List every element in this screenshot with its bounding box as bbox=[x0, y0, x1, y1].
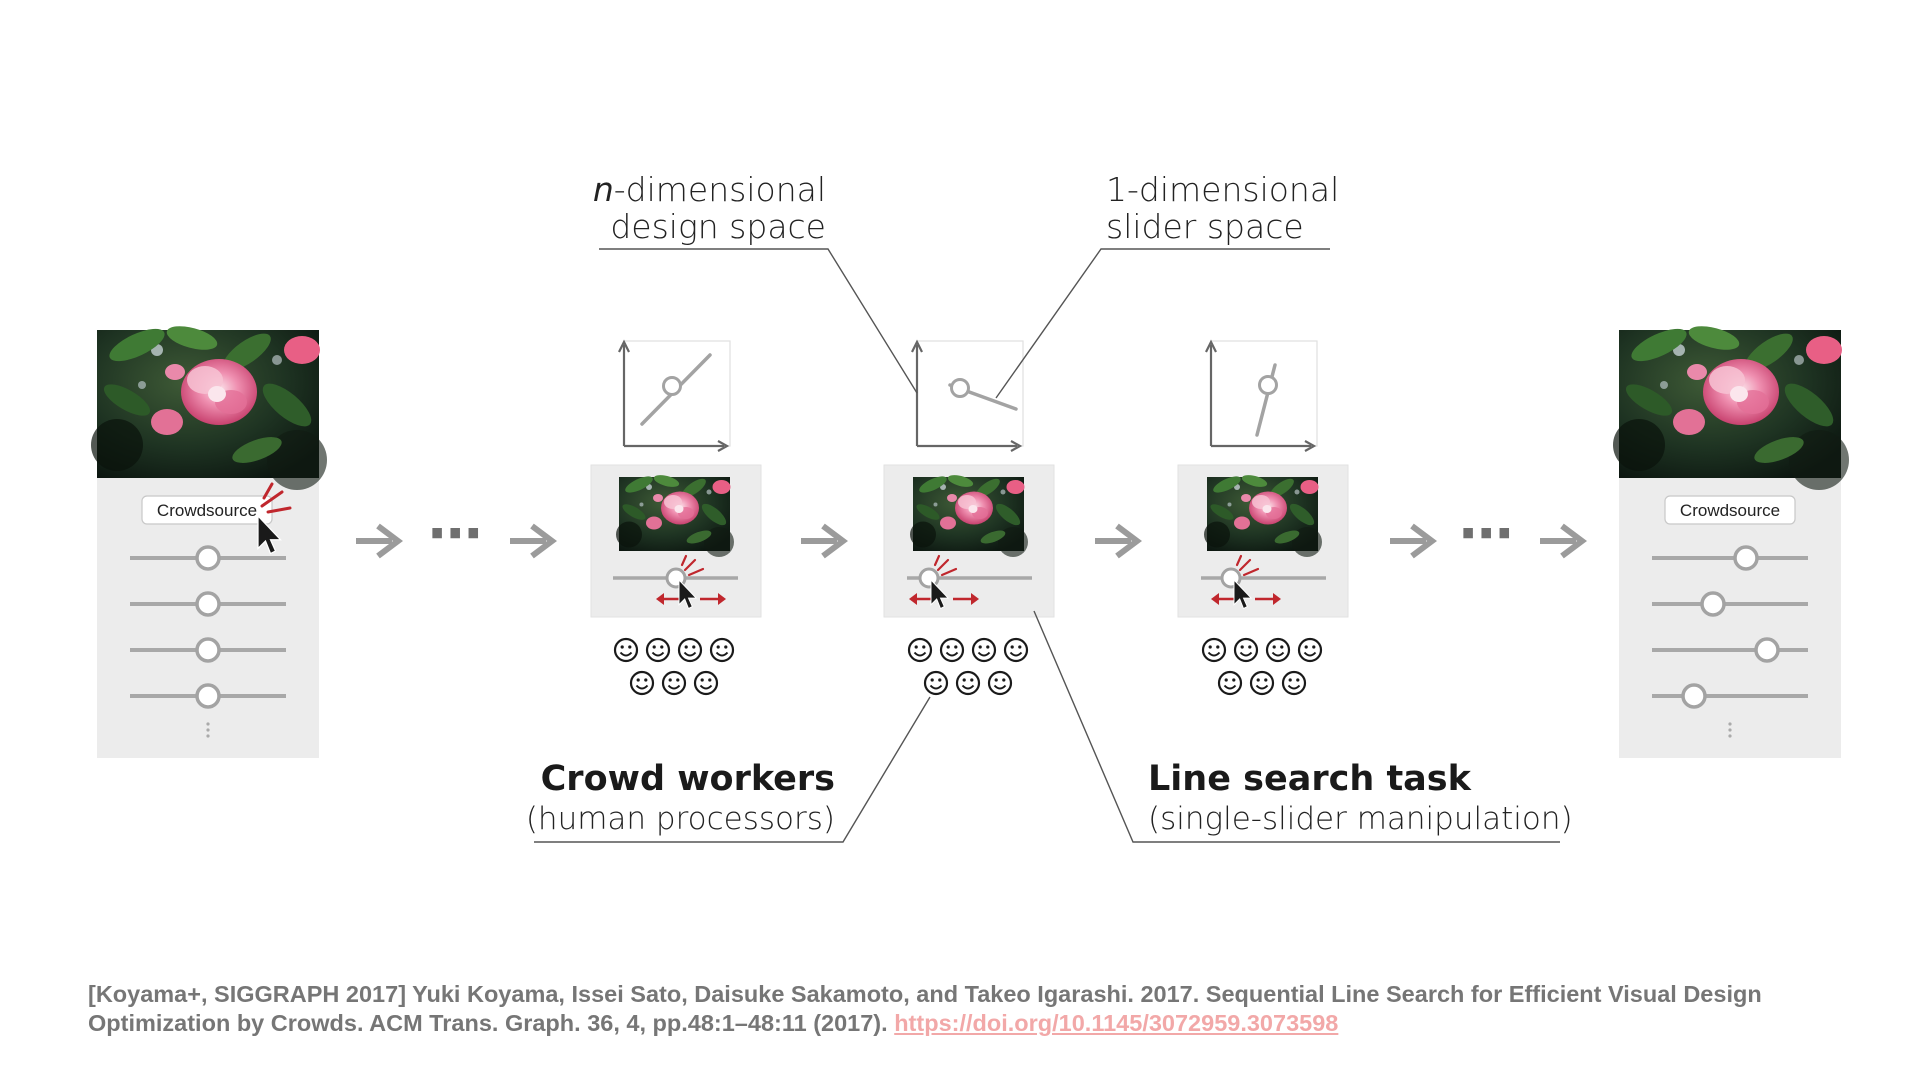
iteration-step-1 bbox=[591, 341, 761, 694]
smiley-icon bbox=[989, 672, 1011, 694]
slider-knob[interactable] bbox=[1735, 547, 1757, 569]
flow-arrow bbox=[1095, 526, 1137, 556]
crowd-worker-group bbox=[615, 639, 733, 694]
flower-photo bbox=[616, 473, 734, 557]
smiley-icon bbox=[1251, 672, 1273, 694]
flow-arrow bbox=[1390, 526, 1432, 556]
slider-task-card bbox=[591, 465, 761, 617]
smiley-icon bbox=[647, 639, 669, 661]
crowd-workers-subtitle: (human processors) bbox=[526, 801, 835, 837]
line-search-task-subtitle: (single-slider manipulation) bbox=[1148, 801, 1573, 837]
flower-photo bbox=[91, 322, 327, 490]
flow-arrow bbox=[1540, 526, 1582, 556]
flower-photo bbox=[1204, 473, 1322, 557]
line-search-task-title: Line search task bbox=[1148, 759, 1472, 799]
smiley-icon bbox=[663, 672, 685, 694]
smiley-icon bbox=[1283, 672, 1305, 694]
smiley-icon bbox=[1005, 639, 1027, 661]
crowd-workers-title: Crowd workers bbox=[541, 759, 835, 799]
slider-space-label-line1: 1-dimensional bbox=[1106, 170, 1339, 209]
iteration-step-3 bbox=[1178, 341, 1348, 694]
design-space-label-line2: design space bbox=[610, 207, 826, 246]
slider-space-label-line2: slider space bbox=[1106, 207, 1304, 246]
design-space-plot bbox=[1206, 341, 1317, 451]
slider-knob[interactable] bbox=[197, 685, 219, 707]
smiley-icon bbox=[1267, 639, 1289, 661]
design-space-variable: n bbox=[593, 170, 614, 209]
flow-arrow bbox=[356, 526, 398, 556]
smiley-icon bbox=[615, 639, 637, 661]
smiley-icon bbox=[1299, 639, 1321, 661]
slider-knob[interactable] bbox=[1756, 639, 1778, 661]
slider-knob[interactable] bbox=[197, 593, 219, 615]
smiley-icon bbox=[909, 639, 931, 661]
crowdsource-button-label: Crowdsource bbox=[1680, 501, 1780, 520]
smiley-icon bbox=[711, 639, 733, 661]
flow-ellipsis: ⋯ bbox=[1459, 502, 1513, 565]
vertical-ellipsis-icon bbox=[206, 722, 209, 737]
crowdsource-button-label: Crowdsource bbox=[157, 501, 257, 520]
flower-photo bbox=[1613, 322, 1849, 490]
slider-task-card bbox=[884, 465, 1054, 617]
flow-arrow bbox=[510, 526, 552, 556]
flow-ellipsis: ⋯ bbox=[428, 502, 482, 565]
vertical-ellipsis-icon bbox=[1728, 722, 1731, 737]
smiley-icon bbox=[941, 639, 963, 661]
crowd-worker-group bbox=[909, 639, 1027, 694]
final-design-panel: Crowdsource bbox=[1613, 322, 1849, 758]
design-space-label-suffix: -dimensional bbox=[614, 170, 826, 209]
crowdsource-button[interactable]: Crowdsource bbox=[142, 496, 272, 524]
doi-link[interactable]: https://doi.org/10.1145/3072959.3073598 bbox=[894, 1010, 1338, 1036]
flow-arrow bbox=[801, 526, 843, 556]
smiley-icon bbox=[1203, 639, 1225, 661]
smiley-icon bbox=[973, 639, 995, 661]
slider-knob[interactable] bbox=[197, 639, 219, 661]
iteration-step-2 bbox=[884, 341, 1054, 694]
smiley-icon bbox=[695, 672, 717, 694]
citation: [Koyama+, SIGGRAPH 2017] Yuki Koyama, Is… bbox=[88, 980, 1868, 1038]
smiley-icon bbox=[679, 639, 701, 661]
crowd-worker-group bbox=[1203, 639, 1321, 694]
slider-knob[interactable] bbox=[1683, 685, 1705, 707]
smiley-icon bbox=[1235, 639, 1257, 661]
smiley-icon bbox=[925, 672, 947, 694]
slider-task-card bbox=[1178, 465, 1348, 617]
slider-knob[interactable] bbox=[1702, 593, 1724, 615]
design-space-plot bbox=[619, 341, 730, 451]
flower-photo bbox=[910, 473, 1028, 557]
smiley-icon bbox=[957, 672, 979, 694]
smiley-icon bbox=[631, 672, 653, 694]
design-space-plot bbox=[912, 341, 1023, 451]
initial-design-panel: Crowdsource bbox=[91, 322, 327, 758]
smiley-icon bbox=[1219, 672, 1241, 694]
design-space-label-line1: n-dimensional bbox=[593, 170, 826, 209]
crowdsource-button[interactable]: Crowdsource bbox=[1665, 496, 1795, 524]
slider-knob[interactable] bbox=[197, 547, 219, 569]
